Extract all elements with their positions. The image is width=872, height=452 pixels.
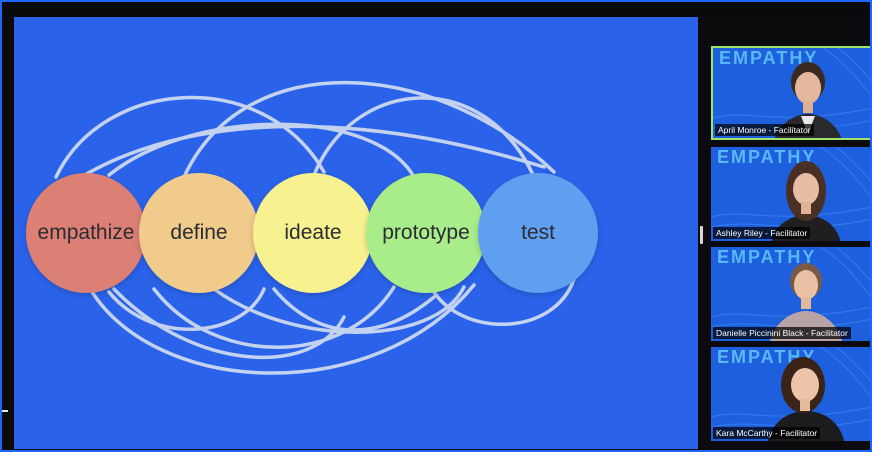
tile-background [711,247,872,328]
stage-label: ideate [284,221,342,244]
shared-screen-slide: empathize define ideate prototype test [14,17,698,449]
participant-name: Danielle Piccinini Black - Facilitator [713,327,851,339]
participant-tile[interactable]: EMPATHY Ashley Riley - Facilitator [711,147,872,241]
tile-banner: EMPATHY [717,247,817,267]
stage-label: empathize [37,221,135,244]
stage-circle-empathize: empathize [26,173,146,293]
top-bar [0,0,872,14]
stage-circle-prototype: prototype [366,173,486,293]
connection-curves [54,80,576,375]
participant-name: April Monroe - Facilitator [715,124,814,136]
window-edge-tick [0,410,8,412]
stage-label: test [521,221,555,244]
stage-label: define [170,221,228,244]
participant-tile[interactable]: EMPATHY Kara McCarthy - Facilitator [711,347,872,441]
stage-circle-test: test [478,173,598,293]
participant-tile[interactable]: EMPATHY Danielle Piccinini Black - Facil… [711,247,872,341]
stage-label: prototype [382,221,470,244]
participant-name: Ashley Riley - Facilitator [713,227,811,239]
participant-tile[interactable]: EMPATHY April Monroe - Facilitator [711,46,872,140]
tile-banner: EMPATHY [717,147,817,167]
stage-circle-define: define [139,173,259,293]
window-edge-line [0,396,2,452]
tile-banner: EMPATHY [717,347,817,367]
tile-banner: EMPATHY [719,48,819,68]
stage-circle-ideate: ideate [253,173,373,293]
participant-name: Kara McCarthy - Facilitator [713,427,821,439]
panel-resize-handle[interactable] [700,226,703,244]
